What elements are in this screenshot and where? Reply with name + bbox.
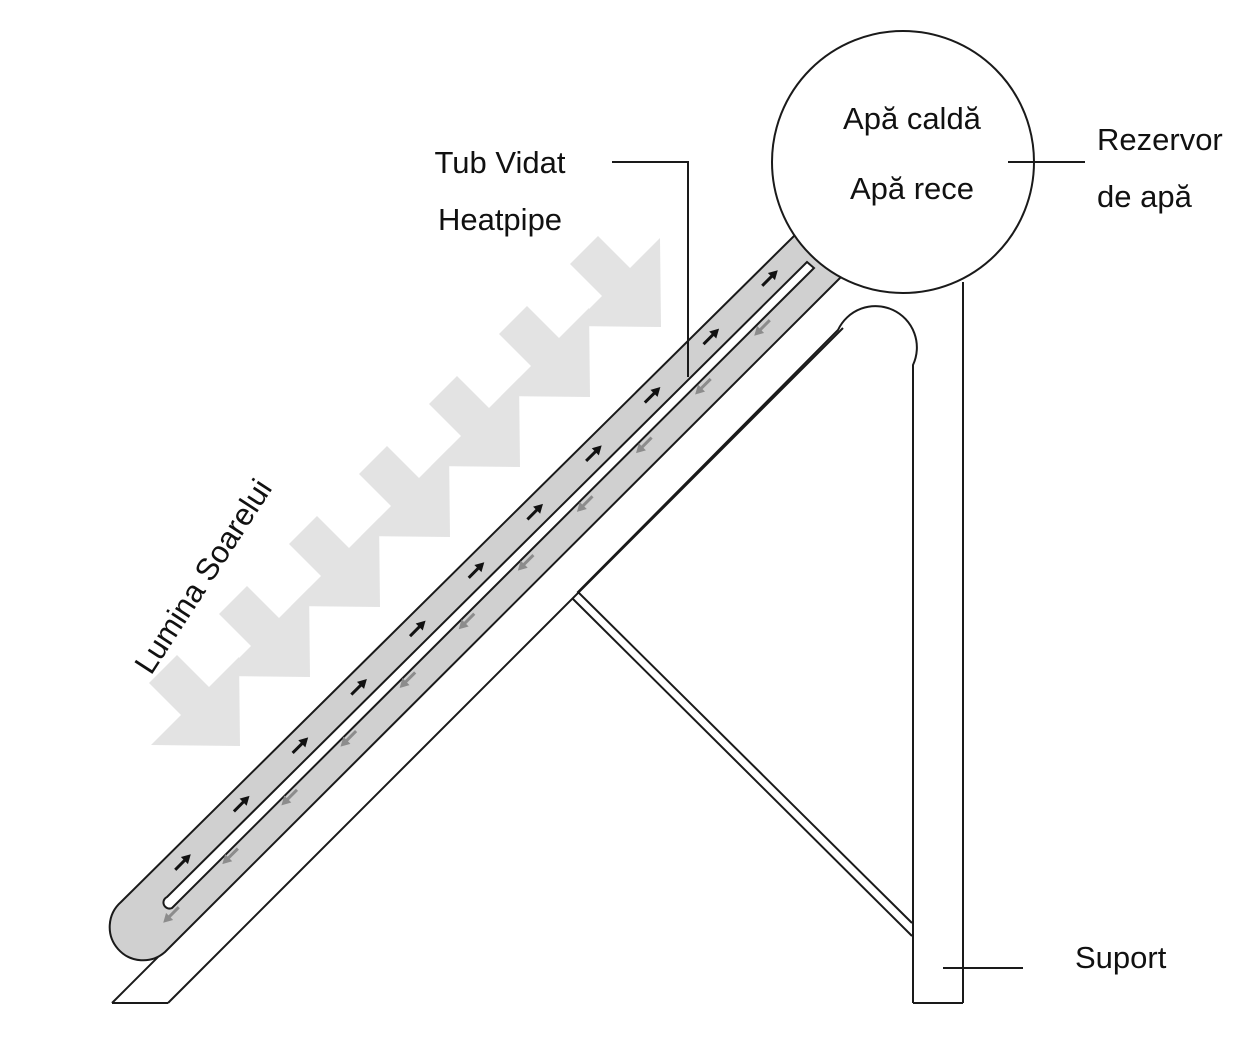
tank-label-line1: Rezervor bbox=[1097, 122, 1223, 157]
support-leg bbox=[576, 282, 964, 1004]
sun-arrow-icon bbox=[359, 446, 450, 537]
water-tank bbox=[771, 30, 1035, 294]
tank-label-line2: de apă bbox=[1097, 179, 1193, 214]
tube-centre-divider bbox=[162, 260, 816, 910]
tube-leader-line bbox=[612, 161, 689, 377]
tube-label-line2: Heatpipe bbox=[438, 202, 562, 237]
support-diagonal-strut bbox=[572, 598, 913, 937]
tube-label-line1: Tub Vidat bbox=[435, 145, 566, 180]
sun-arrow-icon bbox=[219, 586, 310, 677]
hot-water-label: Apă caldă bbox=[843, 101, 982, 136]
cold-water-label: Apă rece bbox=[850, 171, 974, 206]
sun-arrow-icon bbox=[289, 516, 380, 607]
support-label: Suport bbox=[1075, 940, 1167, 975]
sun-arrow-icon bbox=[429, 376, 520, 467]
sun-arrow-icon bbox=[499, 306, 590, 397]
